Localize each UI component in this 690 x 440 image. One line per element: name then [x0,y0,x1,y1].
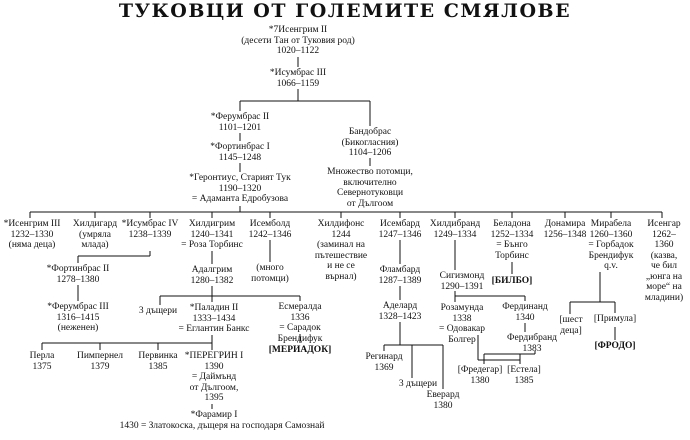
node-isembard: Исембард 1247–1346 [378,219,422,240]
node-everard: Еверард 1380 [426,390,460,411]
node-isumbras-iii: *Исумбрас III 1066–1159 [269,68,327,89]
node-pimpernel: Пимпернел 1379 [76,351,124,372]
node-bandobras-descendants: Множество потомци, включително Северноту… [327,167,413,209]
node-donnamira: Донамира 1256–1348 [543,219,587,240]
node-isembold: Исемболд 1242–1346 [248,219,292,240]
node-frodo: [ФРОДО] [594,341,636,351]
node-meriadoc: [МЕРИАДОК] [268,345,332,355]
node-hildigard: Хилдигард (умряла млада) [72,219,118,250]
node-bilbo: [БИЛБО] [491,276,533,286]
node-faramir-marriage: 1430 = Златокоска, дъщеря на господаря С… [119,421,325,431]
node-peregrin-i: *ПЕРЕГРИН I 1390 = Даймънд от Дългоом, 1… [184,351,244,403]
node-three-daughters-adelard: 3 дъщери [398,379,438,389]
node-rosamunda: Розамунда 1338 = Одовакар Болгер [438,303,486,345]
node-beladonna: Беладона 1252–1334 = Бънго Торбинс [490,219,534,261]
node-gerontius: *Геронтиус, Старият Тук 1190–1320 = Адам… [189,173,291,204]
page-title: ТУКОВЦИ ОТ ГОЛЕМИТЕ СМЯЛОВЕ [118,0,572,22]
node-primula: [Примула] [593,314,637,324]
node-faramir-i: *Фарамир I [190,410,238,420]
node-esmeralda: Есмералда 1336 = Сарадок Брендифук [277,302,323,344]
node-fortinbras-i: *Фортинбрас I 1145–1248 [210,142,270,163]
node-perla: Перла 1375 [29,351,55,372]
node-adalgrim: Адалгрим 1280–1382 [190,265,234,286]
node-adelard: Аделард 1328–1423 [378,301,422,322]
node-paladin-ii: *Паладин II 1333–1434 = Еглантин Банкс [178,303,250,334]
node-flambard: Фламбард 1287–1389 [378,265,422,286]
node-three-daughters-adalgrim: 3 дъщери [138,306,178,316]
node-isengrim-ii: *7Исенгрим II (десети Тан от Туковия род… [241,25,355,56]
node-isumbras-iv: *Исумбрас IV 1238–1339 [121,219,179,240]
node-estella: [Естела] 1385 [507,365,541,386]
node-reginard: Регинард 1369 [365,352,403,373]
node-six-children: [шест деца] [559,315,583,336]
node-fredegar: [Фредегар] 1380 [457,365,503,386]
node-isengar: Исенгар 1262– 1360 (казва, че бил „юнга … [644,219,684,303]
node-hildibrand: Хилдибранд 1249–1334 [429,219,481,240]
node-ferdibrand: Фердибранд 1383 [507,333,557,354]
node-sigismond: Сигизмонд 1290–1391 [439,271,485,292]
node-ferumbras-iii: *Ферумбрас III 1316–1415 (неженен) [47,302,109,333]
node-isembold-descendants: (много потомци) [251,263,289,284]
node-hildifons: Хилдифонс 1244 (заминал на пътешествие и… [314,219,368,282]
node-isengrim-iii: *Исенгрим III 1232–1330 (няма деца) [3,219,61,250]
node-mirabella: Мирабела 1260–1360 = Горбадок Брендифук … [588,219,634,271]
node-fortinbras-ii: *Фортинбрас II 1278–1380 [46,264,110,285]
node-hildigrim: Хилдигрим 1240–1341 = Роза Торбинс [181,219,243,250]
node-ferdinand: Фердинанд 1340 [502,302,548,323]
node-ferumbras-ii: *Ферумбрас II 1101–1201 [210,112,270,133]
node-bandobras: Бандобрас (Бикогласния) 1104–1206 [341,127,399,158]
node-pervinka: Первинка 1385 [138,351,178,372]
